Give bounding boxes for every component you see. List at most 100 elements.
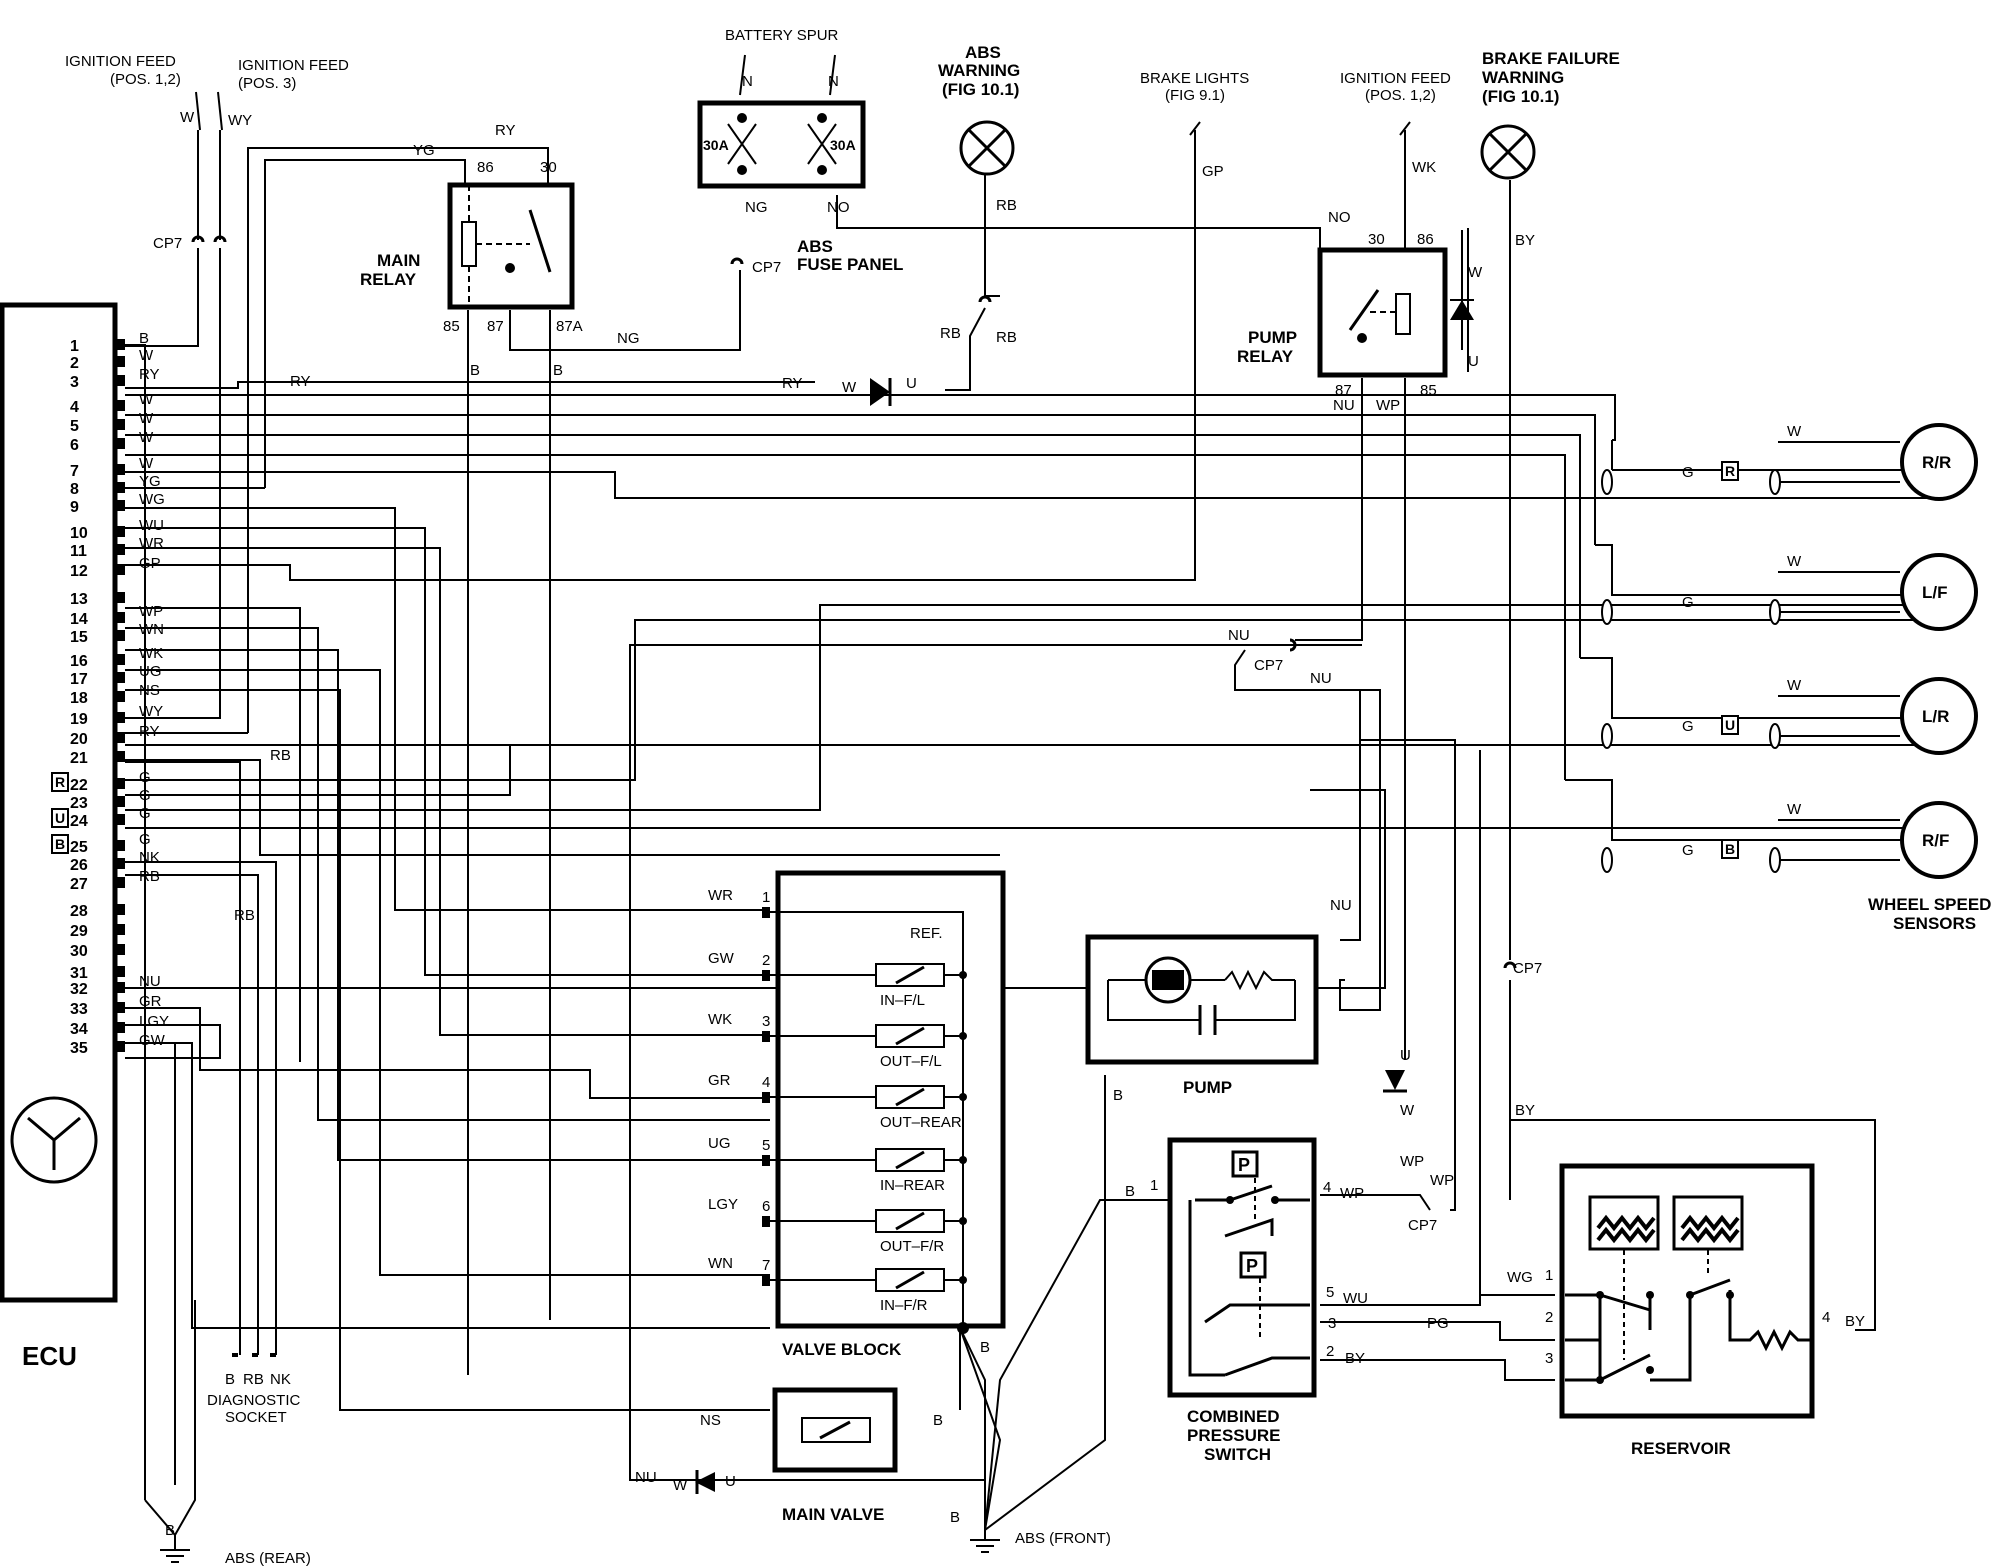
feed-battery: BATTERY SPUR — [725, 27, 839, 44]
ecu-pin-number: 20 — [70, 731, 88, 748]
wheel-sensor-screen — [1769, 723, 1781, 749]
ecu-pin-terminal — [116, 419, 125, 430]
valve-pin-terminal — [762, 907, 770, 918]
ecu-pin-wire: GP — [139, 555, 161, 572]
reservoir-pin4: 4 — [1822, 1309, 1830, 1326]
ecu-pin-terminal — [116, 944, 125, 955]
wire-gp-label: GP — [1202, 163, 1224, 180]
ecu-pin-number: 26 — [70, 857, 88, 874]
ecu-pin-number: 2 — [70, 355, 79, 372]
valve-solenoid-label: OUT–F/R — [880, 1238, 944, 1255]
sensors-title-2: SENSORS — [1893, 914, 1976, 933]
valve-junction — [959, 1093, 967, 1101]
pump-relay-pin85: 85 — [1420, 382, 1437, 399]
ecu-pin-number: 19 — [70, 711, 88, 728]
brake-warning-line2: WARNING — [1482, 68, 1564, 87]
wire-b-ground-front: B — [950, 1509, 960, 1526]
ecu-pin-number: 23 — [70, 795, 88, 812]
valve-pin-terminal — [762, 1275, 770, 1286]
ecu-pin-wire: W — [139, 410, 154, 427]
ecu-pin-wire: WR — [139, 535, 164, 552]
wheel-sensor-label: L/R — [1922, 707, 1949, 726]
pressure-pin4: 4 — [1323, 1179, 1331, 1196]
ecu-pin-number: 6 — [70, 437, 79, 454]
valve-solenoid-label: OUT–F/L — [880, 1053, 942, 1070]
ecu-pin-wire: RY — [139, 723, 160, 740]
ecu-pin-terminal — [116, 858, 125, 869]
wire-ry-diode: RY — [782, 375, 803, 392]
wire-by-lamp: BY — [1515, 232, 1535, 249]
wire-wg-reservoir: WG — [1507, 1269, 1533, 1286]
valve-solenoid-armature — [895, 1026, 925, 1046]
ecu-pin-number: 15 — [70, 629, 88, 646]
cp7-connectors: CP7 — [153, 235, 1517, 969]
pump-relay-pin30: 30 — [1368, 231, 1385, 248]
valve-pin-terminal — [762, 1155, 770, 1166]
wire-ng-relay: NG — [617, 330, 640, 347]
valve-wire-label: WR — [708, 887, 733, 904]
ecu-pin-wire: YG — [139, 473, 161, 490]
feed-ign3-line1: IGNITION FEED — [238, 57, 349, 74]
ecu-pin-wire: W — [139, 391, 154, 408]
ecu-pin-wire: W — [139, 429, 154, 446]
feed-brake-lights-2: (FIG 9.1) — [1165, 87, 1225, 104]
diag-title-1: DIAGNOSTIC — [207, 1392, 301, 1409]
valve-solenoid-label: IN–F/L — [880, 992, 925, 1009]
valve-solenoid-armature — [895, 965, 925, 985]
ecu-pin-wire: WU — [139, 517, 164, 534]
valve-wire-label: WK — [708, 1011, 732, 1028]
ecu-pin-number: 35 — [70, 1040, 88, 1057]
cp7-wp: CP7 — [1408, 1217, 1437, 1234]
valve-wire-label: GW — [708, 950, 735, 967]
wheel-sensor-wire-w: W — [1787, 553, 1802, 570]
wheel-sensor-icon — [1900, 553, 1978, 631]
valve-wire-label: LGY — [708, 1196, 738, 1213]
pump-title: PUMP — [1183, 1078, 1232, 1097]
ecu-pin-terminal — [116, 732, 125, 743]
ecu-pin-terminal — [116, 500, 125, 511]
ecu-pin-wire: B — [139, 330, 149, 347]
ecu-pin-number: 29 — [70, 923, 88, 940]
wire-wp-diode-2: WP — [1430, 1172, 1454, 1189]
pump-relay-title-1: PUMP — [1248, 328, 1297, 347]
cp7-ign: CP7 — [153, 235, 182, 252]
wheel-sensor-screen — [1601, 469, 1613, 495]
wheel-sensor-screen — [1769, 847, 1781, 873]
wire-no-pumprelay: NO — [1328, 209, 1351, 226]
ecu-pin-marker-box — [51, 834, 69, 854]
wheel-sensor-wire-g: G — [1682, 594, 1694, 611]
ecu-pin-terminal — [116, 400, 125, 411]
ecu-pin-number: 34 — [70, 1021, 88, 1038]
wp-diode: U W WP WP CP7 — [1383, 1047, 1454, 1234]
valve-pin-number: 6 — [762, 1198, 770, 1215]
valve-junction — [959, 1217, 967, 1225]
ecu-pin-terminal — [116, 751, 125, 762]
wheel-sensor-wire-g: G — [1682, 464, 1694, 481]
wheel-sensor-leads — [1778, 571, 1900, 613]
wire-wk-label: WK — [1412, 159, 1436, 176]
ecu-pin-number: 25 — [70, 839, 88, 856]
valve-solenoid-armature — [895, 1087, 925, 1107]
ecu-pin-terminal — [116, 375, 125, 386]
pressure-pin3: 3 — [1328, 1315, 1336, 1332]
valve-junction — [959, 1156, 967, 1164]
ecu-pin-number: 24 — [70, 813, 88, 830]
cp7-mid: CP7 — [1254, 657, 1283, 674]
wire-no-fuse: NO — [827, 199, 850, 216]
diagnostic-socket: B RB NK DIAGNOSTIC SOCKET RB RB — [207, 747, 301, 1426]
ecu-pin-terminal — [116, 672, 125, 683]
main-valve-title: MAIN VALVE — [782, 1505, 884, 1524]
abs-warning-line3: (FIG 10.1) — [942, 80, 1019, 99]
ecu-pin-wire: UG — [139, 663, 162, 680]
valve-ref-line — [770, 911, 964, 1328]
wheel-sensor-marker: B — [1725, 841, 1735, 857]
ecu-pin-wire: GW — [139, 1032, 166, 1049]
wheel-sensor-wire-w: W — [1787, 677, 1802, 694]
pump-relay: 30 86 87 85 PUMP RELAY NO W U NU WP — [1237, 209, 1483, 414]
wheel-sensor-icon — [1900, 677, 1978, 755]
wire-b-pump: B — [1113, 1087, 1123, 1104]
ecu-pin-number: 13 — [70, 591, 88, 608]
ecu-pin-terminal — [116, 592, 125, 603]
